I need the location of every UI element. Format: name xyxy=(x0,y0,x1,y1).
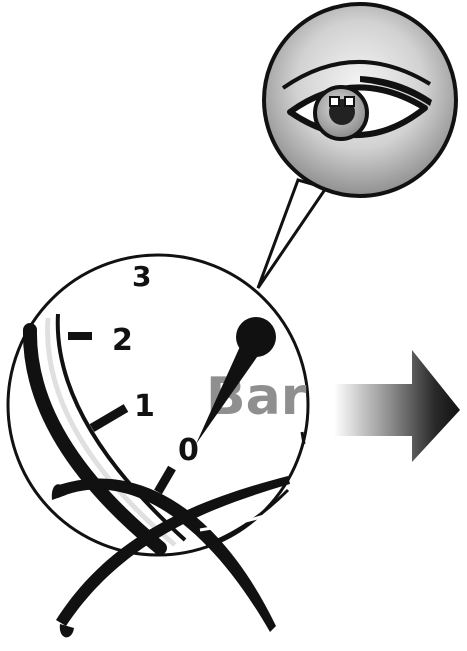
gauge-tick-label-2: 2 xyxy=(112,323,133,358)
gauge-tick-label-3: 3 xyxy=(132,260,151,293)
gauge-tick-label-0: 0 xyxy=(178,433,199,468)
gradient-arrow-right-icon xyxy=(334,350,460,462)
magnifier-pointer xyxy=(258,180,326,288)
gauge-tick-label-1: 1 xyxy=(134,389,155,424)
magnifier-eye-icon xyxy=(258,4,456,288)
gauge-dial: 3 2 1 0 Bar xyxy=(8,255,308,555)
